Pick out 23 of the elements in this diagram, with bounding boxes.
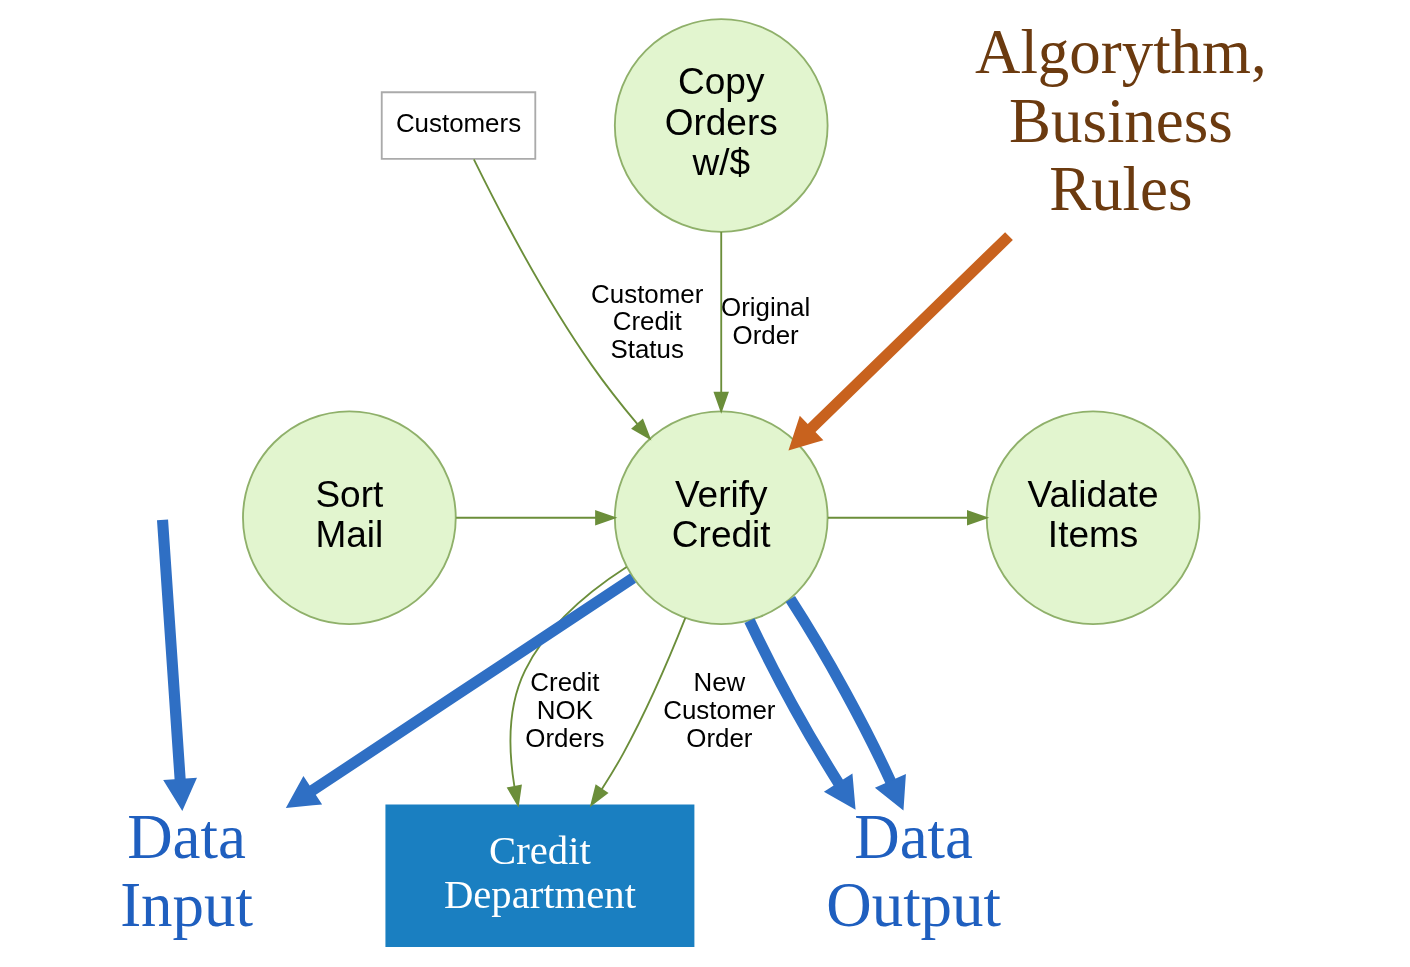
node-circle: Validate Items xyxy=(985,410,1200,626)
node-circle: Verify Credit xyxy=(613,410,829,626)
node-box: Credit Department xyxy=(384,804,694,947)
arrow xyxy=(785,596,906,811)
arrow xyxy=(744,618,856,810)
node-text: Data Input xyxy=(119,801,253,941)
edge-label: Original Order xyxy=(720,293,810,350)
arrow xyxy=(712,231,729,414)
arrow xyxy=(285,573,636,809)
arrow xyxy=(454,509,617,526)
node-text: Data Output xyxy=(825,801,1001,941)
edge-label: New Customer Order xyxy=(662,668,775,752)
arrow xyxy=(156,519,197,811)
node-text: Algorythm, Business Rules xyxy=(974,17,1267,225)
edge-label: Customer Credit Status xyxy=(590,279,703,364)
arrow xyxy=(589,617,686,808)
arrow xyxy=(472,158,651,441)
edge-label: Credit NOK Orders xyxy=(524,668,604,752)
arrow xyxy=(826,509,989,526)
arrow xyxy=(787,232,1013,451)
node-circle: Copy Orders w/$ xyxy=(613,18,829,233)
node-box: Customers xyxy=(380,91,536,160)
node-circle: Sort Mail xyxy=(241,410,457,626)
